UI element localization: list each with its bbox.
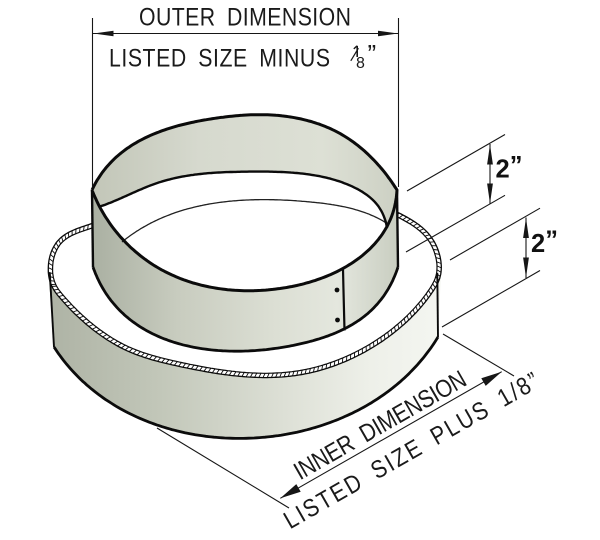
svg-text:2”: 2” bbox=[531, 227, 558, 259]
svg-text:8: 8 bbox=[356, 55, 365, 72]
svg-text:”: ” bbox=[368, 39, 377, 69]
svg-text:OUTER DIMENSION: OUTER DIMENSION bbox=[139, 3, 351, 31]
svg-text:LISTED SIZE MINUS: LISTED SIZE MINUS bbox=[109, 44, 330, 72]
svg-text:2”: 2” bbox=[496, 152, 523, 184]
